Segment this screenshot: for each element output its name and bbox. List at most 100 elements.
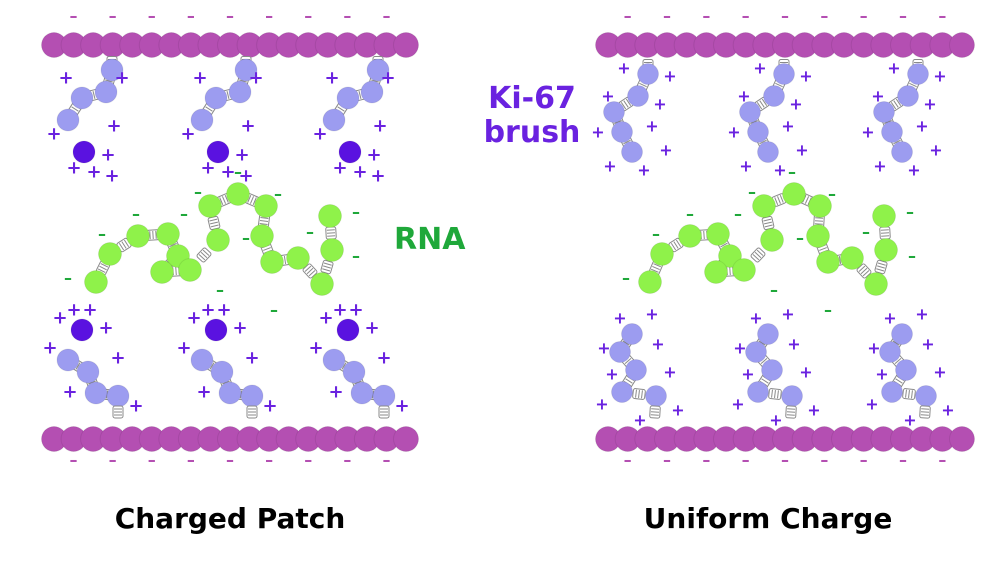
uniform-brush-bottom-2-plus: + [915, 305, 928, 324]
patch-brush-bottom-2-plus: + [364, 318, 379, 339]
uniform-brush-bottom-1-linker [785, 405, 797, 419]
patch-brush-bottom-1-plus: + [200, 300, 215, 321]
uniform-brush-bottom-1-bead [761, 359, 783, 381]
top-left-membrane-minus: – [304, 7, 312, 26]
patch-brush-top-0-plus: + [106, 116, 121, 137]
rna-strand-right-linker [856, 263, 872, 279]
uniform-brush-top-0-plus: + [617, 59, 630, 78]
linker-stripe [260, 217, 269, 220]
linker-stripe [323, 265, 331, 269]
linker-stripe [323, 262, 332, 266]
uniform-brush-bottom-0-plus: + [645, 305, 658, 324]
linker-stripe [624, 357, 632, 365]
patch-brush-top-2-plus: + [372, 116, 387, 137]
rna-strand-left-minus: – [274, 185, 282, 204]
linker-stripe [155, 230, 157, 239]
uniform-brush-bottom-2-bead [881, 381, 903, 403]
uniform-brush-top-0-plus: + [603, 157, 616, 176]
patch-brush-bottom-2-bead [322, 348, 346, 372]
uniform-brush-top-2-plus: + [929, 141, 942, 160]
bottom-left-membrane-minus: – [187, 451, 195, 470]
patch-brush-bottom-0-bead [106, 384, 130, 408]
uniform-brush-top-2-bead [907, 63, 929, 85]
patch-brush-top-1-plus: + [248, 68, 263, 89]
linker-stripe [652, 265, 660, 271]
linker-stripe [777, 196, 781, 204]
linker-stripe [877, 265, 885, 269]
linker-stripe [337, 106, 345, 112]
patch-brush-bottom-0-plus: + [82, 300, 97, 321]
rna-strand-left-linker [302, 263, 318, 279]
uniform-brush-bottom-0-linker [649, 405, 661, 419]
uniform-brush-top-1-bead [747, 121, 769, 143]
uniform-brush-top-0-plus: + [637, 161, 650, 180]
uniform-brush-bottom-1-plus: + [741, 365, 754, 384]
linker-stripe [670, 242, 677, 251]
patch-brush-top-1-plus: + [238, 166, 253, 187]
linker-stripe [149, 231, 151, 240]
linker-stripe [358, 90, 362, 100]
rna-strand-right-linker [750, 247, 766, 263]
bottom-left-membrane-minus: – [382, 451, 390, 470]
linker-stripe [88, 380, 96, 385]
linker-stripe [675, 239, 682, 248]
linker-stripe [758, 340, 766, 346]
uniform-brush-top-2-bead [891, 141, 913, 163]
uniform-brush-bottom-1-plus: + [749, 309, 762, 328]
patch-brush-top-2-plus: + [324, 68, 339, 89]
rna-strand-right-minus: – [906, 203, 914, 222]
linker-stripe [895, 378, 903, 384]
patch-brush-bottom-0-bead [76, 360, 100, 384]
uniform-brush-bottom-1-bead [747, 381, 769, 403]
uniform-brush-bottom-0-bead [609, 341, 631, 363]
patch-brush-top-1-plus: + [192, 68, 207, 89]
linker-stripe [219, 197, 224, 206]
rna-strand-right-bead [872, 204, 896, 228]
linker-stripe [774, 389, 776, 399]
rna-strand-left-bead [226, 182, 250, 206]
patch-brush-bottom-0-bead [56, 348, 80, 372]
linker-stripe [720, 242, 728, 248]
rna-strand-right-minus: – [748, 183, 756, 202]
linker-stripe [759, 139, 767, 145]
patch-brush-top-1-bead [190, 108, 214, 132]
linker-stripe [623, 100, 629, 108]
uniform-charge-caption: Uniform Charge [643, 502, 893, 535]
uniform-brush-bottom-0-bead [625, 359, 647, 381]
uniform-brush-top-0-plus: + [645, 117, 658, 136]
ki67-label-line1: Ki-67 [488, 81, 576, 116]
rna-strand-right-minus: – [824, 301, 832, 320]
rna-strand-left-minus: – [64, 269, 72, 288]
rna-strand-right-minus: – [796, 229, 804, 248]
rna-strand-right-bead [808, 194, 832, 218]
patch-brush-top-2-bead [322, 108, 346, 132]
linker-stripe [354, 380, 362, 385]
uniform-brush-top-0-bead [611, 121, 633, 143]
rna-strand-right-bead [718, 244, 742, 268]
linker-stripe [890, 102, 897, 110]
linker-stripe [673, 241, 679, 249]
top-right-membrane-lipid [949, 32, 975, 58]
uniform-brush-bottom-2-plus: + [921, 335, 934, 354]
uniform-brush-top-0-plus: + [653, 95, 666, 114]
linker-stripe [259, 219, 269, 223]
uniform-brush-bottom-0-bead [611, 381, 633, 403]
linker-stripe [893, 100, 899, 108]
uniform-brush-bottom-0-plus: + [671, 401, 684, 420]
top-left-membrane-minus: – [109, 7, 117, 26]
rna-strand-right-minus: – [652, 225, 660, 244]
patch-brush-bottom-1-plus: + [232, 318, 247, 339]
linker-stripe [123, 239, 130, 248]
linker-stripe [99, 265, 107, 271]
uniform-brush-bottom-2-plus: + [941, 401, 954, 420]
rna-strand-left-minus: – [234, 163, 242, 182]
bottom-left-membrane-minus: – [109, 451, 117, 470]
rna-strand-right-bead [706, 222, 730, 246]
uniform-brush-top-1-plus: + [727, 123, 740, 142]
bottom-right-membrane-lipid [949, 426, 975, 452]
linker-stripe [876, 268, 885, 272]
linker-stripe [222, 380, 230, 385]
patch-brush-bottom-1-plus: + [244, 348, 259, 369]
top-left-membrane-lipid [393, 32, 419, 58]
patch-brush-bottom-2-plus: + [308, 338, 323, 359]
